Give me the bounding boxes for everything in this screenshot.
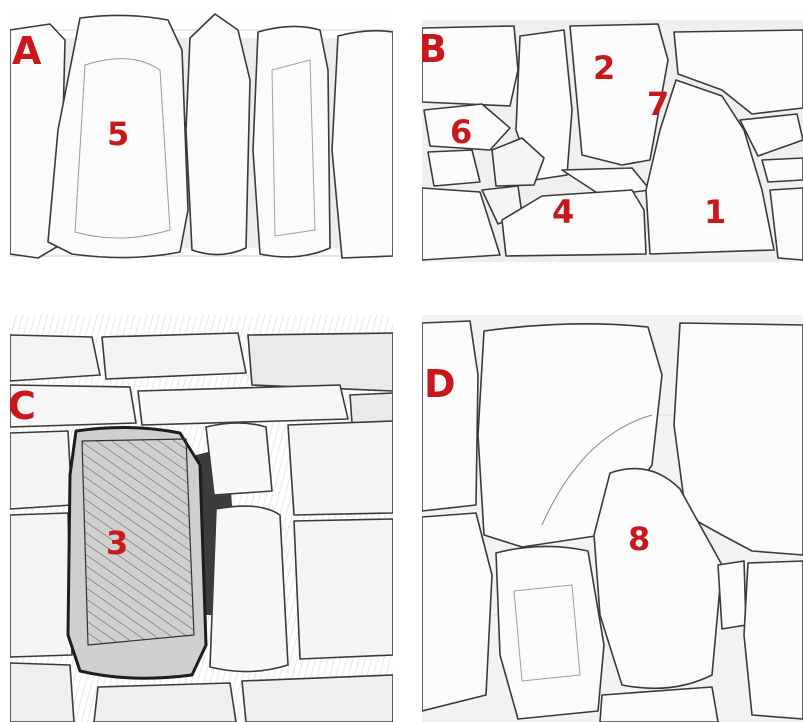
- panel-d: D 8: [422, 315, 803, 722]
- stone: [10, 431, 72, 509]
- stone: [288, 421, 393, 515]
- panel-a-drawing: [10, 10, 393, 265]
- stone: [496, 546, 604, 719]
- stone: [248, 333, 393, 391]
- panel-c-letter: C: [10, 387, 36, 425]
- panel-c: C 3: [10, 315, 393, 722]
- panel-d-letter: D: [424, 365, 456, 403]
- panel-d-drawing: [422, 315, 803, 722]
- stone-number-7: 7: [647, 88, 669, 120]
- stone: [428, 150, 480, 186]
- panel-a: A 5: [10, 10, 393, 265]
- stone: [762, 158, 803, 182]
- stone: [253, 26, 330, 256]
- stone: [210, 506, 288, 671]
- stone: [332, 31, 393, 258]
- stone-number-5: 5: [107, 118, 129, 150]
- stone-number-6: 6: [450, 116, 472, 148]
- panel-c-drawing: [10, 315, 393, 722]
- stone: [718, 561, 746, 629]
- stone-number-1: 1: [704, 196, 726, 228]
- stone: [350, 393, 393, 425]
- stone: [94, 683, 236, 722]
- stone-number-4: 4: [552, 196, 574, 228]
- stone: [294, 519, 393, 659]
- stone: [422, 321, 478, 511]
- stone: [10, 335, 100, 381]
- panel-b-letter: B: [422, 30, 447, 68]
- stone: [744, 561, 803, 719]
- stone: [10, 513, 72, 657]
- stone: [102, 333, 246, 379]
- stone-number-3: 3: [106, 527, 128, 559]
- panel-a-letter: A: [12, 32, 41, 70]
- stone: [422, 513, 492, 711]
- stone-number-8: 8: [628, 523, 650, 555]
- stone: [10, 663, 74, 722]
- stone: [242, 675, 393, 722]
- panel-b: B 2 7 6 4 1: [422, 10, 803, 265]
- stone: [206, 423, 272, 495]
- stone: [138, 385, 348, 425]
- stone: [186, 14, 250, 255]
- stone-number-2: 2: [593, 52, 615, 84]
